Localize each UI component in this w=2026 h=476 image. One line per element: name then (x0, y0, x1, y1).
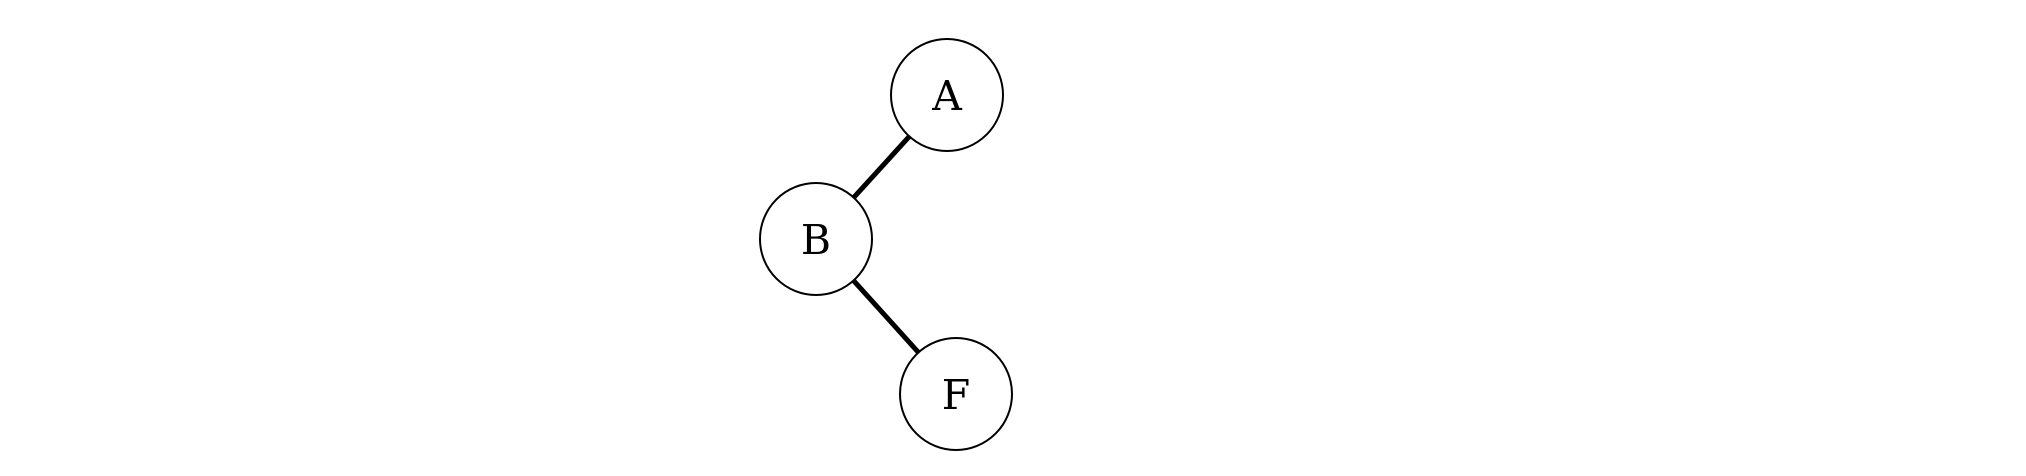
graph-node-label-b: B (801, 216, 831, 264)
graph-edge-a-b (851, 134, 912, 200)
nodes-layer: A B F (759, 38, 1013, 451)
graph-edge-b-f (851, 278, 921, 355)
graph-node-circle-a[interactable] (890, 38, 1004, 152)
graph-node-f[interactable]: F (899, 337, 1013, 451)
graph-node-circle-b[interactable] (759, 182, 873, 296)
graph-node-b[interactable]: B (759, 182, 873, 296)
graph-node-a[interactable]: A (890, 38, 1004, 152)
graph-node-label-a: A (931, 72, 963, 120)
edges-layer (851, 134, 921, 355)
graph-node-label-f: F (942, 371, 970, 419)
graph-node-circle-f[interactable] (899, 337, 1013, 451)
